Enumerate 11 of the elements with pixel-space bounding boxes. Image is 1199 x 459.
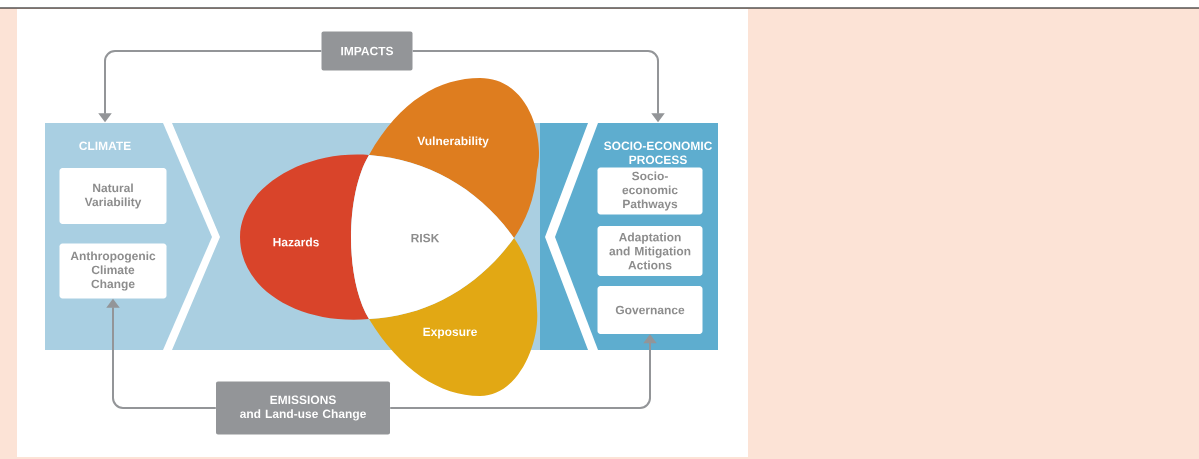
text-box: Socio-economic Pathways	[597, 167, 703, 215]
impacts-box: IMPACTS	[321, 31, 413, 71]
text-box: Governance	[597, 286, 703, 334]
node-label: SOCIO-ECONOMIC PROCESS	[604, 141, 713, 165]
hazards-petal: Hazards	[240, 154, 369, 320]
node-label: CLIMATE	[79, 141, 131, 151]
text-box: Natural Variability	[59, 168, 167, 224]
text-box: Anthropogenic Climate Change	[59, 243, 167, 299]
text-box: Adaptation and Mitigation Actions	[597, 226, 703, 276]
emissions-box: EMISSIONS and Land-use Change	[216, 381, 390, 435]
risk-area: RISK	[351, 155, 514, 319]
